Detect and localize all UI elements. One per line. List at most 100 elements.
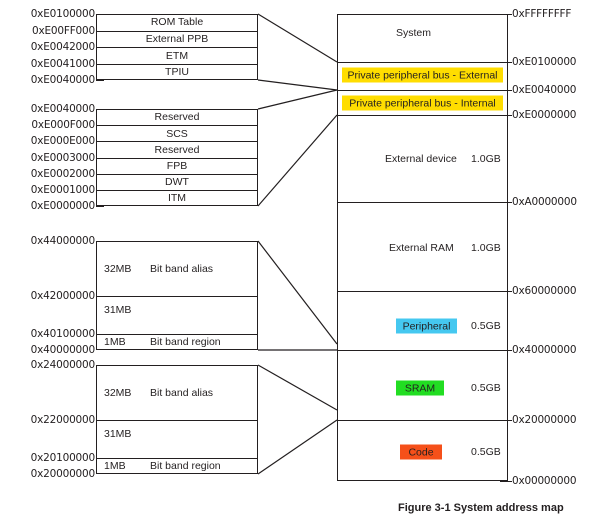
sram-bitband-address-0: 0x24000000 — [30, 359, 96, 371]
peripheral-bitband-block — [96, 241, 258, 350]
memory-map-tick-4 — [500, 202, 512, 203]
memory-map-address-e0000000: 0xE0000000 — [512, 109, 577, 121]
ppb-external-address-2: 0xE0042000 — [30, 41, 95, 53]
chip-label: Peripheral — [402, 320, 451, 332]
sram-bitband-address-3: 0x20000000 — [30, 468, 96, 480]
memory-map-address-00000000: 0x00000000 — [512, 475, 577, 487]
ppb-internal-region-fpb: FPB — [96, 157, 258, 174]
memory-map-address-a0000000: 0xA0000000 — [512, 196, 577, 208]
memory-map-address-ffffffff: 0xFFFFFFFF — [512, 8, 572, 20]
region-label: SCS — [166, 127, 188, 140]
peripheral-bitband-size-31mb: 31MB — [104, 304, 132, 316]
memory-map-chip-sram: SRAM — [396, 380, 444, 396]
ppb-internal-address-0: 0xE0040000 — [30, 103, 95, 115]
memory-map-size-peripheral: 0.5GB — [471, 320, 501, 332]
memory-map-tick-5 — [500, 291, 512, 292]
memory-map-size-external-device: 1.0GB — [471, 153, 501, 165]
ppb-internal-region-reserved-top: Reserved — [96, 109, 258, 125]
connector-ppb-external-top — [257, 13, 338, 63]
ppb-internal-region-dwt: DWT — [96, 173, 258, 190]
sram-bitband-size-1mb: 1MB — [104, 460, 126, 472]
region-label: ETM — [165, 49, 189, 62]
ppb-external-address-0: 0xE0100000 — [30, 8, 95, 20]
memory-map-size-sram: 0.5GB — [471, 382, 501, 394]
ppb-internal-address-1: 0xE000F000 — [31, 119, 95, 132]
chip-label: Private peripheral bus - Internal — [349, 97, 496, 109]
ppb-external-address-4: 0xE0040000 — [30, 74, 95, 86]
chip-label: SRAM — [404, 382, 436, 394]
region-label: Reserved — [154, 111, 200, 124]
ppb-internal-address-5: 0xE0001000 — [30, 183, 95, 196]
memory-map-divider-e0040000 — [337, 90, 508, 91]
ppb-internal-region-itm: ITM — [96, 189, 258, 206]
peripheral-bitband-size-32mb: 32MB — [104, 263, 132, 275]
ppb-internal-tick-6 — [96, 206, 104, 207]
memory-map-label-external-ram: External RAM — [389, 242, 454, 254]
sram-bitband-address-1: 0x22000000 — [30, 414, 96, 426]
sram-bitband-row-31mb — [96, 420, 258, 421]
ppb-internal-address-6: 0xE0000000 — [30, 200, 95, 212]
memory-map-chip-ppb-external: Private peripheral bus - External — [342, 67, 503, 83]
region-label: TPIU — [165, 66, 189, 79]
sram-bitband-label-alias: Bit band alias — [150, 387, 214, 399]
ppb-external-region-etm: ETM — [96, 47, 258, 64]
peripheral-bitband-label-region: Bit band region — [150, 336, 221, 348]
sram-bitband-label-region: Bit band region — [150, 460, 221, 472]
memory-map-chip-peripheral: Peripheral — [396, 318, 457, 334]
sram-bitband-size-32mb: 32MB — [104, 387, 132, 399]
ppb-external-region-external-ppb: External PPB — [96, 30, 258, 48]
ppb-internal-tick-0 — [96, 109, 104, 110]
figure-caption: Figure 3-1 System address map — [398, 502, 564, 514]
peripheral-bitband-address-0: 0x44000000 — [30, 235, 96, 247]
peripheral-bitband-address-2: 0x40100000 — [30, 328, 96, 340]
memory-map-divider-e0100000 — [337, 62, 508, 63]
ppb-internal-region-reserved-mid: Reserved — [96, 141, 258, 157]
connector-ppb-internal-bottom — [257, 114, 338, 207]
peripheral-bitband-row-31mb — [96, 296, 258, 297]
ppb-internal-address-3: 0xE0003000 — [30, 151, 95, 164]
connector-peripheral-top — [257, 240, 338, 345]
ppb-external-region-tpiu: TPIU — [96, 63, 258, 81]
ppb-external-address-3: 0xE0041000 — [30, 57, 95, 70]
sram-bitband-block — [96, 365, 258, 474]
memory-map-tick-1 — [500, 62, 512, 63]
memory-map-divider-e0000000 — [337, 115, 508, 116]
memory-map-address-20000000: 0x20000000 — [512, 414, 577, 426]
memory-map-address-e0100000: 0xE0100000 — [512, 56, 577, 68]
sram-bitband-row-1mb — [96, 458, 258, 459]
memory-map-chip-ppb-internal: Private peripheral bus - Internal — [342, 95, 503, 111]
memory-map-label-system: System — [396, 27, 432, 39]
memory-map-address-60000000: 0x60000000 — [512, 285, 577, 297]
region-label: DWT — [165, 176, 189, 189]
memory-map-address-e0040000: 0xE0040000 — [512, 84, 577, 96]
memory-map-chip-code: Code — [400, 444, 442, 460]
chip-label: Private peripheral bus - External — [347, 69, 498, 81]
memory-map-divider-60000000 — [337, 291, 508, 292]
memory-map-divider-40000000 — [337, 350, 508, 351]
sram-bitband-size-31mb: 31MB — [104, 428, 132, 440]
region-label: FPB — [166, 160, 188, 173]
connector-sram-top — [257, 364, 338, 411]
memory-map-tick-6 — [500, 350, 512, 351]
ppb-external-tick-0 — [96, 14, 104, 15]
memory-map-tick-7 — [500, 420, 512, 421]
memory-map-tick-8 — [500, 481, 512, 482]
memory-map-divider-a0000000 — [337, 202, 508, 203]
region-label: ITM — [167, 192, 187, 205]
peripheral-bitband-address-1: 0x42000000 — [30, 290, 96, 302]
connector-ppb-external-bottom — [257, 79, 338, 91]
memory-map-divider-20000000 — [337, 420, 508, 421]
system-memory-map-block — [337, 14, 508, 481]
peripheral-bitband-address-3: 0x40000000 — [30, 344, 96, 356]
sram-bitband-address-2: 0x20100000 — [30, 452, 96, 464]
region-label: ROM Table — [150, 16, 204, 29]
ppb-external-tick-4 — [96, 80, 104, 81]
memory-map-label-external-device: External device — [385, 153, 457, 165]
region-label: External PPB — [145, 33, 209, 46]
peripheral-bitband-row-1mb — [96, 334, 258, 335]
ppb-external-address-1: 0xE00FF000 — [31, 24, 95, 37]
memory-map-size-external-ram: 1.0GB — [471, 242, 501, 254]
ppb-internal-address-2: 0xE000E000 — [30, 135, 95, 148]
peripheral-bitband-label-alias: Bit band alias — [150, 263, 214, 275]
